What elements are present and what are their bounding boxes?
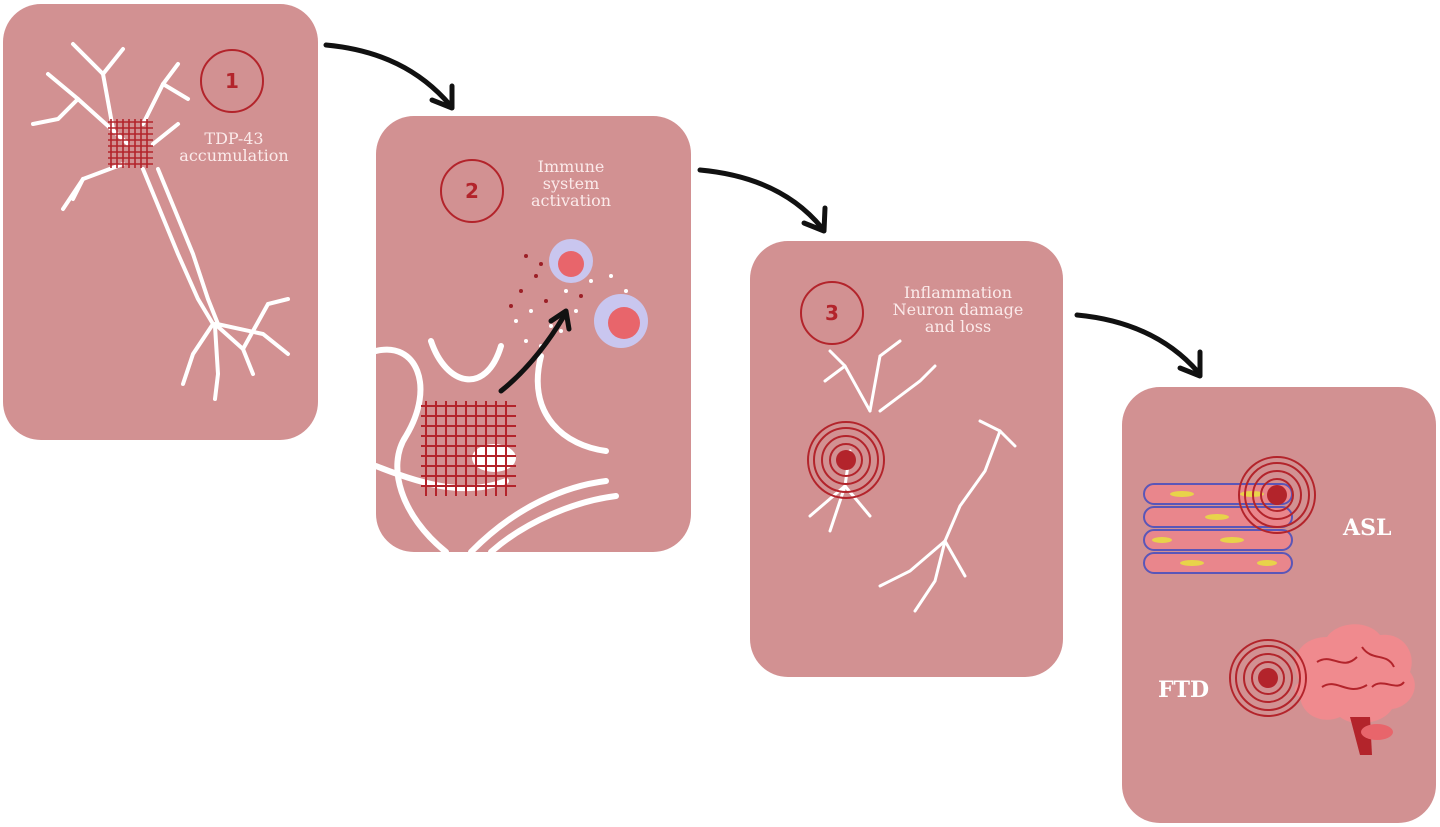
- step-3-label-line: Inflammation: [903, 283, 1013, 302]
- step-1-label-line: accumulation: [179, 146, 289, 165]
- damage-target: [807, 421, 885, 499]
- immune-activation-illustration: [376, 239, 648, 552]
- step-3-label-line: and loss: [924, 317, 992, 336]
- step-2-label-line: Immune: [537, 157, 605, 176]
- immune-cell: [549, 239, 648, 348]
- step-3-card: 3 Inflammation Neuron damage and loss: [750, 241, 1063, 677]
- arrow-3-to-4: [1074, 312, 1201, 375]
- outcome-illustration: [1143, 456, 1415, 755]
- damaged-neurons-illustration: [807, 339, 1017, 613]
- tdp43-aggregate: [108, 119, 153, 168]
- step-3-number-badge: 3: [800, 281, 864, 345]
- step-2-card: 2 Immune system activation: [376, 116, 691, 552]
- tdp43-aggregate: [421, 401, 516, 496]
- arrow-2-to-3: [697, 167, 825, 231]
- cytokine-dots: [509, 254, 628, 348]
- step-1-number-badge: 1: [200, 49, 264, 113]
- als-label: ASL: [1343, 515, 1392, 541]
- step-2-number-badge: 2: [440, 159, 504, 223]
- step-2-label: Immune system activation: [506, 158, 636, 209]
- ftd-label: FTD: [1158, 677, 1210, 703]
- step-1-card: 1 TDP-43 accumulation: [3, 4, 318, 440]
- arrow-1-to-2: [323, 42, 453, 108]
- step-2-label-line: activation: [530, 191, 612, 210]
- ftd-target: [1229, 639, 1307, 717]
- outcome-card: ASL FTD: [1122, 387, 1436, 823]
- step-3-label: Inflammation Neuron damage and loss: [868, 284, 1048, 335]
- als-target: [1238, 456, 1316, 534]
- brain: [1294, 624, 1415, 755]
- step-3-label-line: Neuron damage: [892, 300, 1024, 319]
- step-2-label-line: system: [542, 174, 600, 193]
- step-1-label-line: TDP-43: [204, 129, 264, 148]
- neuron-illustration: [31, 42, 290, 401]
- step-1-label: TDP-43 accumulation: [161, 130, 307, 164]
